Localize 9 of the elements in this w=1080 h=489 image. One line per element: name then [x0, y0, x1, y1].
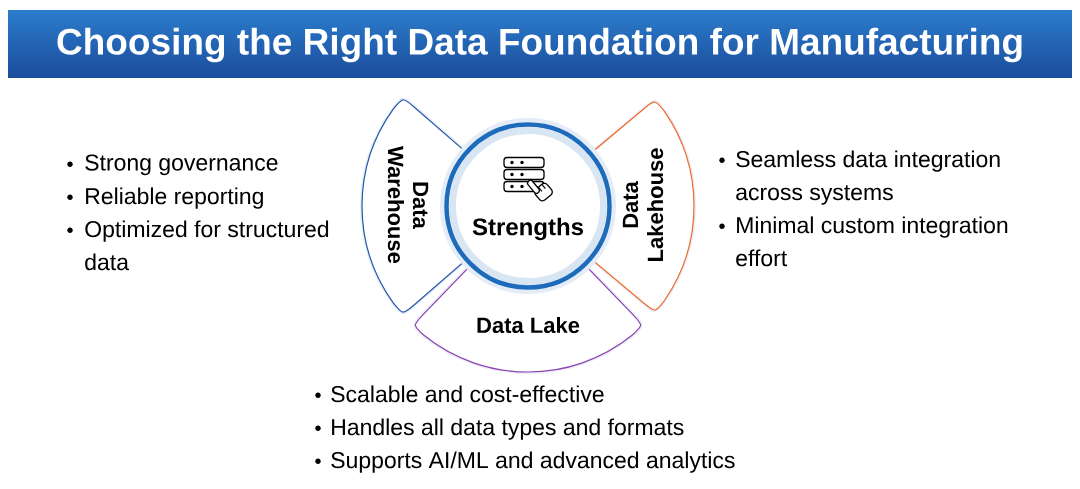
list-item: Reliable reporting	[86, 187, 263, 209]
list-item: Optimized for structured data	[85, 220, 329, 271]
list-item: Supports AI/ML and advanced analytics	[331, 451, 735, 473]
list-item: Seamless data integration across systems	[736, 150, 1000, 205]
list-item: Handles all data types and formats	[332, 418, 684, 440]
list-item: Strong governance	[85, 154, 278, 176]
title: Choosing the Right Data Foundation for Manufacturing	[57, 27, 1022, 63]
list-item: Scalable and cost-effective	[331, 385, 604, 403]
list-item: Minimal custom integration effort	[736, 216, 1008, 267]
